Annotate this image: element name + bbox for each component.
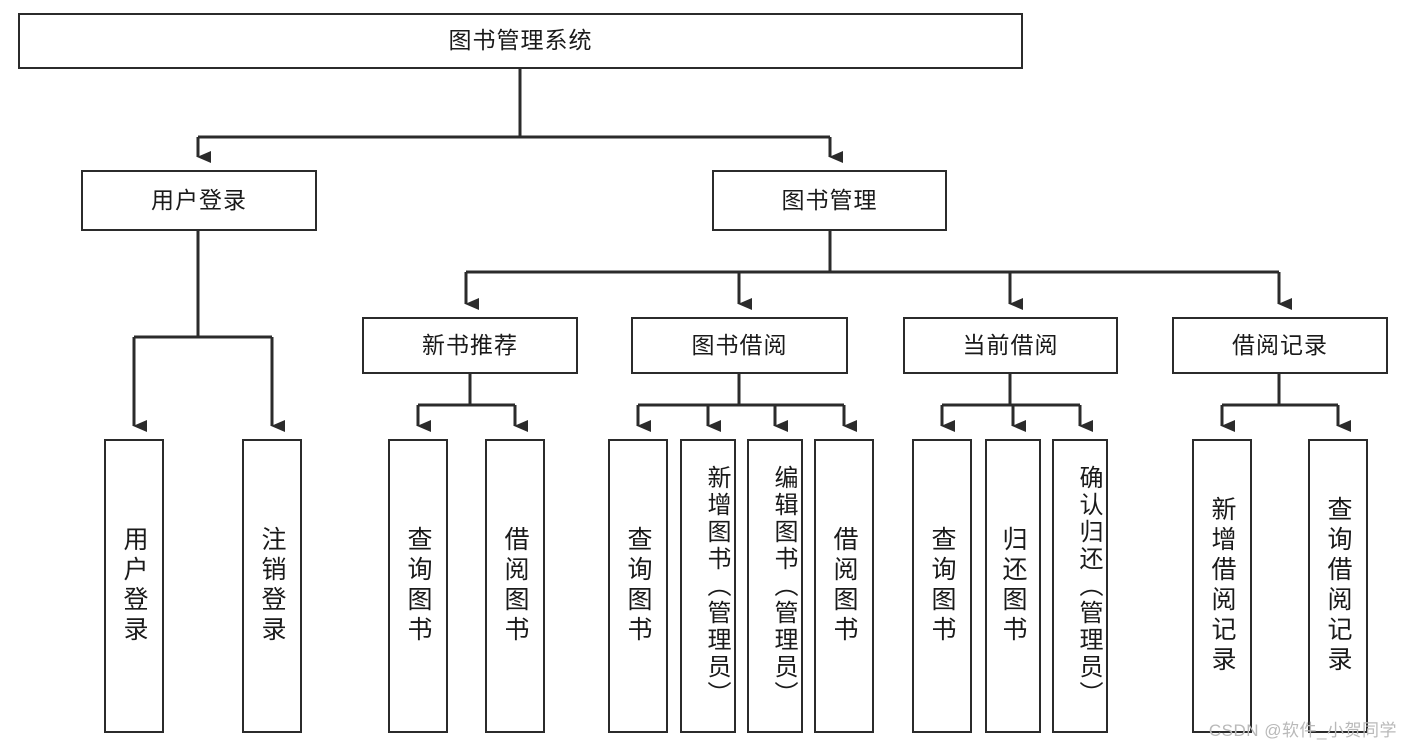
- node-label: 归还图书: [999, 526, 1027, 646]
- node-label: 借阅图书: [830, 526, 858, 646]
- leaf-logout[interactable]: 注销登录: [242, 439, 302, 733]
- node-label: 新书推荐: [422, 331, 518, 358]
- node-label: 图书管理系统: [448, 27, 593, 54]
- node-label: 编辑图书（管理员）: [770, 464, 797, 708]
- node-current-borrow[interactable]: 当前借阅: [903, 317, 1118, 374]
- node-borrow-records[interactable]: 借阅记录: [1172, 317, 1388, 374]
- node-root-system[interactable]: 图书管理系统: [18, 13, 1023, 69]
- node-label: 用户登录: [120, 526, 148, 646]
- node-new-book-recommend[interactable]: 新书推荐: [362, 317, 578, 374]
- node-label: 查询图书: [928, 526, 956, 646]
- node-label: 确认归还（管理员）: [1075, 464, 1102, 708]
- leaf-query-book-current[interactable]: 查询图书: [912, 439, 972, 733]
- leaf-confirm-return-admin[interactable]: 确认归还（管理员）: [1052, 439, 1108, 733]
- node-label: 借阅图书: [501, 526, 529, 646]
- node-user-login[interactable]: 用户登录: [81, 170, 317, 231]
- leaf-query-book-recommend[interactable]: 查询图书: [388, 439, 448, 733]
- node-book-management[interactable]: 图书管理: [712, 170, 947, 231]
- node-label: 注销登录: [258, 526, 286, 646]
- leaf-borrow-book-recommend[interactable]: 借阅图书: [485, 439, 545, 733]
- leaf-user-login[interactable]: 用户登录: [104, 439, 164, 733]
- leaf-query-book-borrow[interactable]: 查询图书: [608, 439, 668, 733]
- leaf-add-borrow-record[interactable]: 新增借阅记录: [1192, 439, 1252, 733]
- node-label: 查询图书: [624, 526, 652, 646]
- node-label: 图书管理: [781, 186, 878, 213]
- node-label: 用户登录: [151, 186, 247, 213]
- node-label: 当前借阅: [962, 331, 1059, 358]
- leaf-return-book[interactable]: 归还图书: [985, 439, 1041, 733]
- node-label: 查询借阅记录: [1324, 496, 1352, 676]
- watermark-text: CSDN @软件_小贺同学: [1208, 721, 1397, 740]
- node-book-borrow[interactable]: 图书借阅: [631, 317, 848, 374]
- leaf-borrow-book[interactable]: 借阅图书: [814, 439, 874, 733]
- node-label: 图书借阅: [691, 331, 788, 358]
- leaf-edit-book-admin[interactable]: 编辑图书（管理员）: [747, 439, 803, 733]
- node-label: 查询图书: [404, 526, 432, 646]
- leaf-add-book-admin[interactable]: 新增图书（管理员）: [680, 439, 736, 733]
- leaf-query-borrow-record[interactable]: 查询借阅记录: [1308, 439, 1368, 733]
- node-label: 借阅记录: [1232, 331, 1328, 358]
- node-label: 新增图书（管理员）: [703, 464, 730, 708]
- node-label: 新增借阅记录: [1208, 496, 1236, 676]
